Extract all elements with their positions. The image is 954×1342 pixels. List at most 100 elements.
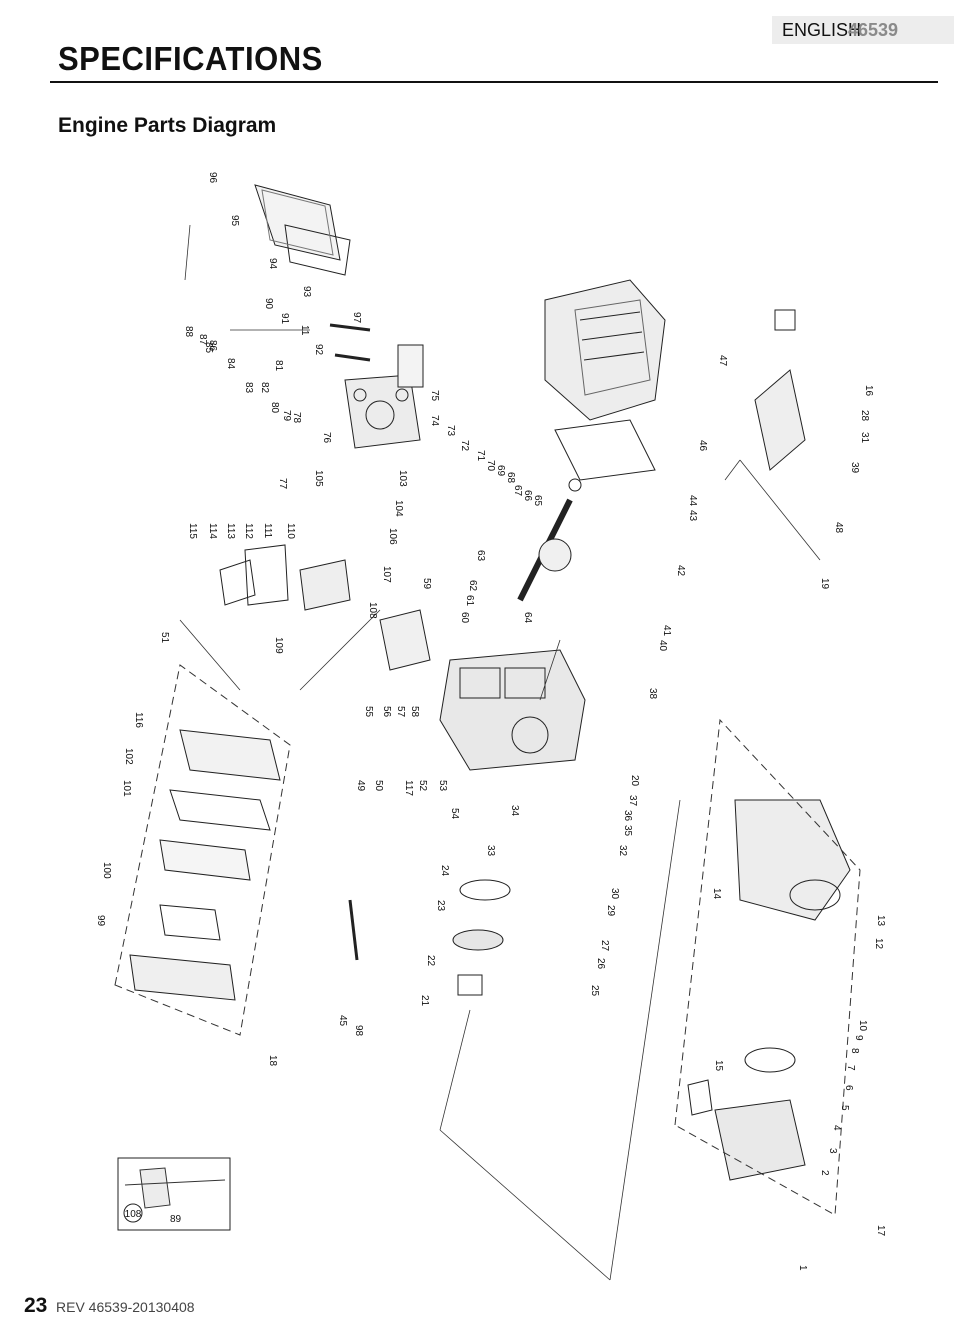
part-label-57: 57	[395, 706, 406, 718]
part-label-115: 115	[187, 523, 198, 539]
part-label-54: 54	[449, 808, 460, 820]
part-label-114: 114	[207, 523, 218, 539]
part-label-37: 37	[627, 795, 638, 807]
part-label-8: 8	[849, 1048, 860, 1054]
part-label-10: 10	[857, 1020, 868, 1032]
gasket-drawing	[554, 419, 656, 481]
part-label-102: 102	[123, 748, 134, 765]
part-label-15: 15	[713, 1060, 724, 1072]
part-label-9: 9	[853, 1035, 864, 1041]
part-label-84: 84	[225, 358, 236, 370]
part-label-117: 117	[403, 780, 414, 796]
section-title: Engine Parts Diagram	[58, 114, 277, 137]
part-label-67: 67	[512, 485, 523, 497]
part-label-83: 83	[243, 382, 254, 394]
part-label-19: 19	[819, 578, 830, 590]
part-label-33: 33	[485, 845, 496, 857]
part-label-12: 12	[873, 938, 884, 950]
part-label-80: 80	[269, 402, 280, 414]
part-label-65: 65	[532, 495, 543, 507]
part-label-95: 95	[229, 215, 240, 227]
part-label-36: 36	[622, 810, 633, 822]
part-label-85: 85	[203, 342, 214, 354]
part-label-108: 108	[367, 602, 378, 619]
part-label-11: 11	[299, 325, 310, 336]
part-label-29: 29	[605, 905, 616, 917]
part-label-56: 56	[381, 706, 392, 718]
part-label-103: 103	[397, 470, 408, 487]
part-label-73: 73	[445, 425, 456, 437]
crankshaft-drawing	[517, 478, 582, 602]
part-label-27: 27	[599, 940, 610, 952]
valve-cover-drawing	[254, 184, 351, 276]
page-title: SPECIFICATIONS	[58, 40, 323, 78]
inset-label-108: 108	[125, 1209, 142, 1220]
part-label-1: 1	[797, 1265, 808, 1271]
part-label-64: 64	[522, 612, 533, 624]
part-label-55: 55	[363, 706, 374, 718]
part-label-13: 13	[875, 915, 886, 927]
part-label-21: 21	[419, 995, 430, 1007]
part-label-78: 78	[291, 412, 302, 424]
part-label-49: 49	[355, 780, 366, 792]
page-number: 23	[24, 1294, 48, 1317]
part-label-109: 109	[273, 637, 284, 654]
part-label-100: 100	[101, 862, 112, 879]
part-label-75: 75	[429, 390, 440, 402]
part-label-28: 28	[859, 410, 870, 422]
fan-housing-drawing	[544, 279, 666, 421]
part-label-31: 31	[859, 432, 870, 444]
air-filter-drawing	[129, 729, 281, 1001]
part-label-25: 25	[589, 985, 600, 997]
part-label-90: 90	[263, 298, 274, 310]
part-label-116: 116	[133, 712, 144, 728]
part-label-68: 68	[505, 472, 516, 484]
part-label-113: 113	[225, 523, 236, 539]
part-label-58: 58	[409, 706, 420, 718]
part-label-101: 101	[121, 780, 132, 797]
part-label-43: 43	[687, 510, 698, 522]
part-label-110: 110	[285, 523, 296, 539]
part-label-42: 42	[675, 565, 686, 577]
carburetor-drawing	[219, 544, 351, 611]
part-label-98: 98	[353, 1025, 364, 1037]
starter-motor-drawing	[754, 309, 806, 471]
part-label-97: 97	[351, 312, 362, 324]
part-label-112: 112	[243, 523, 254, 539]
part-label-3: 3	[827, 1148, 838, 1154]
part-label-51: 51	[159, 632, 170, 644]
model-number: 46539	[848, 20, 899, 40]
part-label-18: 18	[267, 1055, 278, 1067]
part-label-40: 40	[657, 640, 668, 652]
air-filter-group-outline	[114, 664, 291, 1036]
part-label-71: 71	[475, 450, 486, 462]
part-number-labels: 1234567891011121314151617181920212223242…	[95, 172, 886, 1271]
part-label-34: 34	[509, 805, 520, 817]
part-label-38: 38	[647, 688, 658, 700]
part-label-82: 82	[259, 382, 270, 394]
part-label-99: 99	[95, 915, 106, 927]
part-label-72: 72	[459, 440, 470, 452]
part-label-77: 77	[277, 478, 288, 490]
part-label-17: 17	[875, 1225, 886, 1237]
part-label-30: 30	[609, 888, 620, 900]
part-label-7: 7	[845, 1065, 856, 1071]
part-label-87: 87	[197, 334, 208, 346]
part-label-66: 66	[522, 490, 533, 502]
part-label-53: 53	[437, 780, 448, 792]
recoil-starter-drawing	[687, 799, 851, 1181]
part-label-23: 23	[435, 900, 446, 912]
part-label-107: 107	[381, 566, 392, 583]
part-label-39: 39	[849, 462, 860, 474]
inset-label-89: 89	[170, 1214, 182, 1225]
revision-code: REV 46539-20130408	[56, 1299, 195, 1315]
part-label-70: 70	[485, 460, 496, 472]
part-label-52: 52	[417, 780, 428, 792]
part-label-16: 16	[863, 385, 874, 397]
dipstick-drawing	[348, 899, 359, 961]
part-label-104: 104	[393, 500, 404, 517]
part-label-93: 93	[301, 286, 312, 298]
part-label-76: 76	[321, 432, 332, 444]
part-label-94: 94	[267, 258, 278, 270]
part-label-111: 111	[262, 523, 273, 539]
